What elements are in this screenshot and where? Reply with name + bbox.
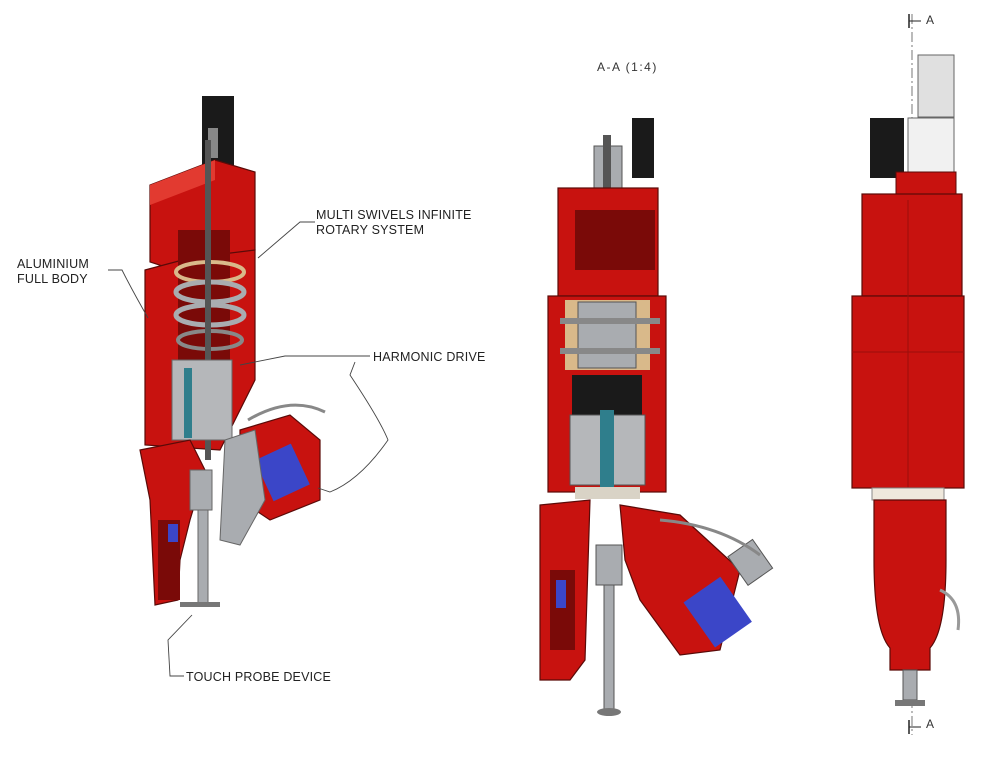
side-top-sensor xyxy=(917,54,955,118)
side-probe xyxy=(902,669,918,701)
section-blue-motor xyxy=(683,576,752,648)
leader-harmonic-lower xyxy=(317,361,389,493)
harmonic-drive-block xyxy=(171,359,233,441)
label-harmonic-drive: HARMONIC DRIVE xyxy=(373,350,486,364)
internal-cavity xyxy=(178,230,230,360)
isometric-cutaway-view xyxy=(139,96,326,607)
label-aluminium-full-body: ALUMINIUM FULL BODY xyxy=(17,257,89,287)
leader-aluminium xyxy=(108,269,149,319)
side-black-bracket xyxy=(870,118,904,178)
section-probe-stem xyxy=(603,584,615,711)
section-swivel-rings xyxy=(577,301,637,369)
probe-body xyxy=(189,469,213,511)
side-view xyxy=(851,14,965,735)
label-aluminium-line2: FULL BODY xyxy=(17,272,88,286)
blue-motor xyxy=(254,443,310,502)
label-section-view: A-A (1:4) xyxy=(597,60,658,74)
leader-lines xyxy=(108,221,389,677)
side-lower-body xyxy=(873,499,947,671)
leader-touch-probe xyxy=(167,614,193,677)
side-upper-housing xyxy=(861,193,963,297)
leader-multi-swivel xyxy=(257,221,315,259)
side-collar xyxy=(871,487,945,501)
label-cut-marker-top: A xyxy=(926,13,935,27)
section-top-bracket xyxy=(632,118,654,178)
label-multi-swivels: MULTI SWIVELS INFINITE ROTARY SYSTEM xyxy=(316,208,472,238)
label-touch-probe-device: TOUCH PROBE DEVICE xyxy=(186,670,332,684)
label-aluminium-line1: ALUMINIUM xyxy=(17,257,89,271)
central-shaft xyxy=(205,140,211,460)
label-cut-marker-bottom: A xyxy=(926,717,935,731)
section-a-a-view xyxy=(539,118,774,716)
label-multi-line1: MULTI SWIVELS INFINITE xyxy=(316,208,472,222)
leader-harmonic-upper xyxy=(239,355,370,366)
label-multi-line2: ROTARY SYSTEM xyxy=(316,223,425,237)
section-probe-body xyxy=(595,544,623,586)
probe-stem xyxy=(197,509,209,606)
